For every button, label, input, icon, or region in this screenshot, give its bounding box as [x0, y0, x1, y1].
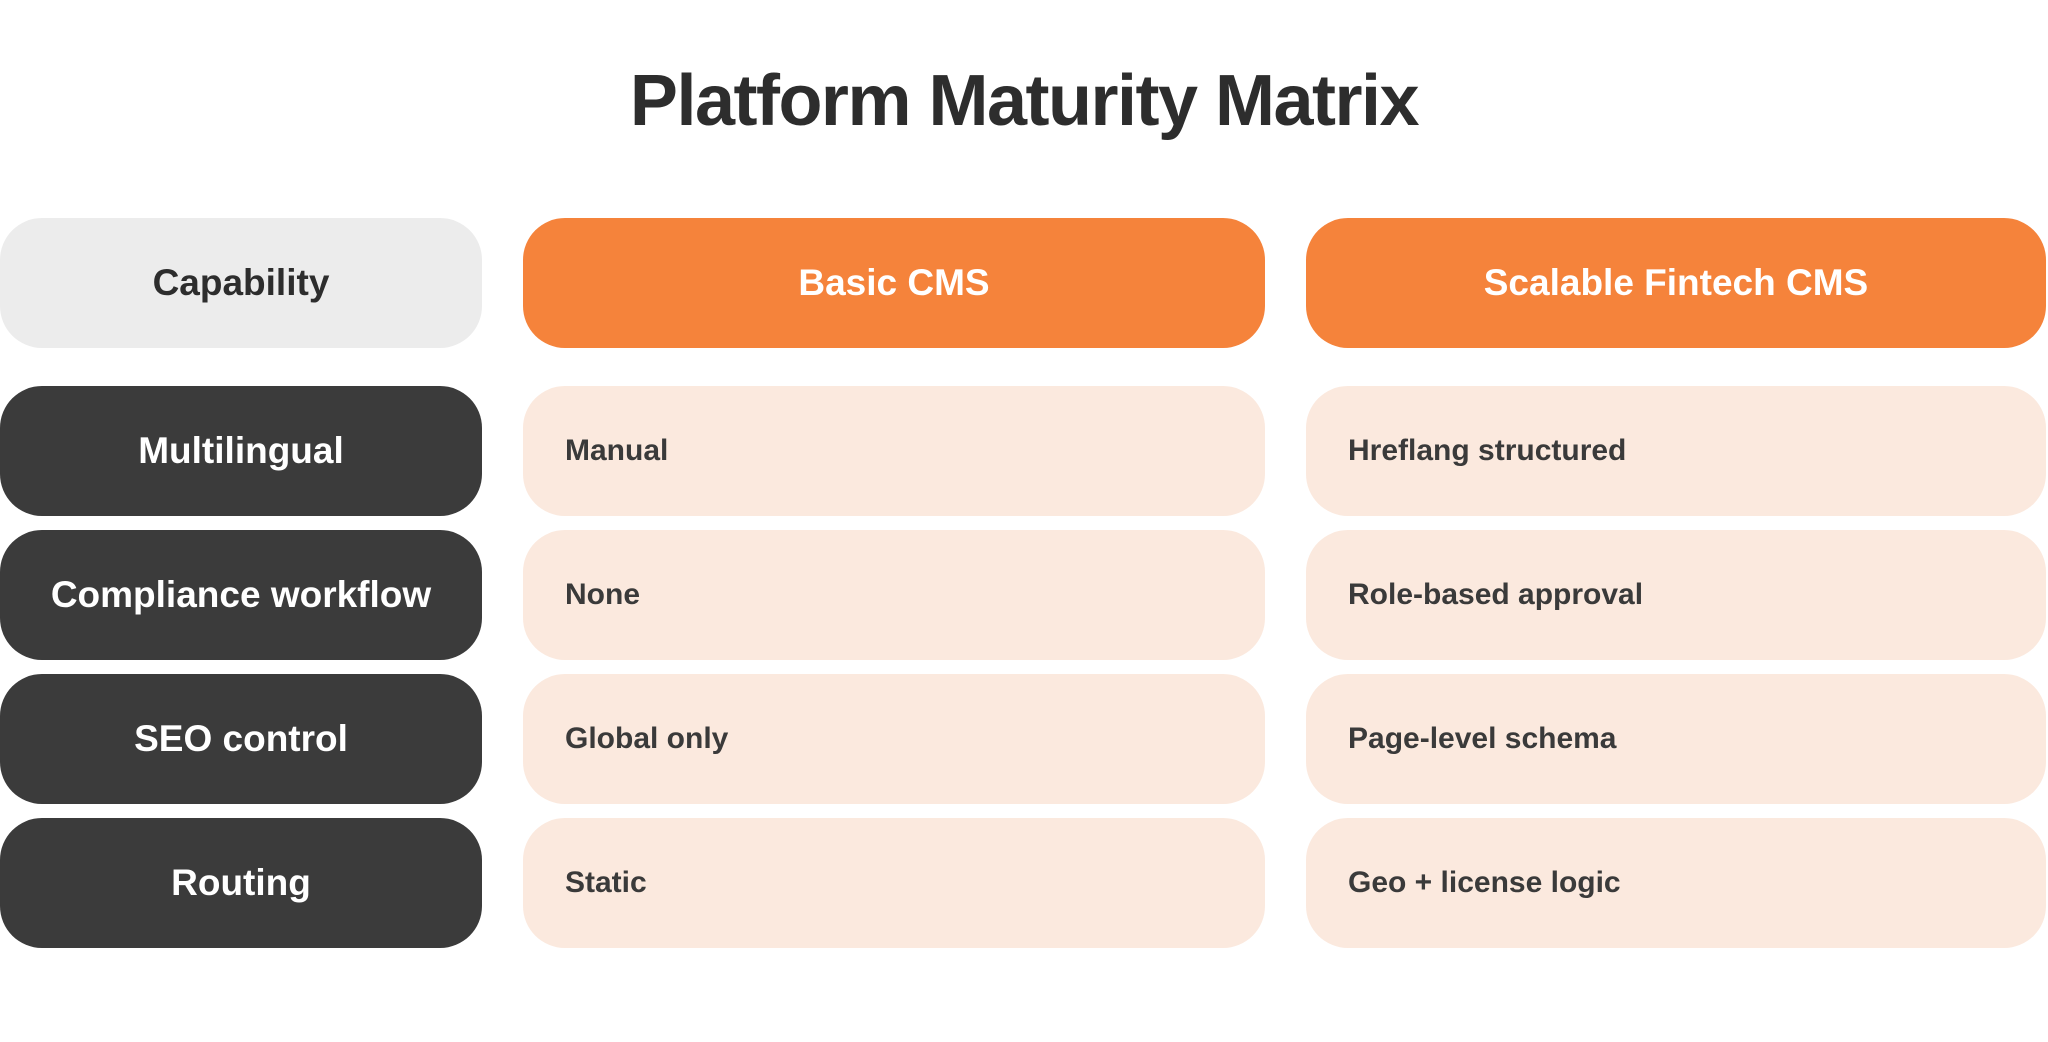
cell-seo-basic-cms: Global only — [523, 674, 1265, 804]
cell-routing-basic-cms: Static — [523, 818, 1265, 948]
page-title: Platform Maturity Matrix — [629, 61, 1420, 141]
cell-routing-scalable-cms: Geo + license logic — [1306, 818, 2046, 948]
cell-compliance-basic-cms: None — [523, 530, 1265, 660]
column-header-basic-cms: Basic CMS — [523, 218, 1265, 348]
matrix-body: Multilingual Manual Hreflang structured … — [0, 386, 2046, 948]
header-row: Capability Basic CMS Scalable Fintech CM… — [0, 218, 2046, 348]
cell-multilingual-scalable-cms: Hreflang structured — [1306, 386, 2046, 516]
row-label-seo-control: SEO control — [0, 674, 482, 804]
cell-compliance-scalable-cms: Role-based approval — [1306, 530, 2046, 660]
column-header-scalable-fintech-cms: Scalable Fintech CMS — [1306, 218, 2046, 348]
row-label-routing: Routing — [0, 818, 482, 948]
row-label-compliance-workflow: Compliance workflow — [0, 530, 482, 660]
row-label-multilingual: Multilingual — [0, 386, 482, 516]
cell-multilingual-basic-cms: Manual — [523, 386, 1265, 516]
cell-seo-scalable-cms: Page-level schema — [1306, 674, 2046, 804]
corner-header-capability: Capability — [0, 218, 482, 348]
